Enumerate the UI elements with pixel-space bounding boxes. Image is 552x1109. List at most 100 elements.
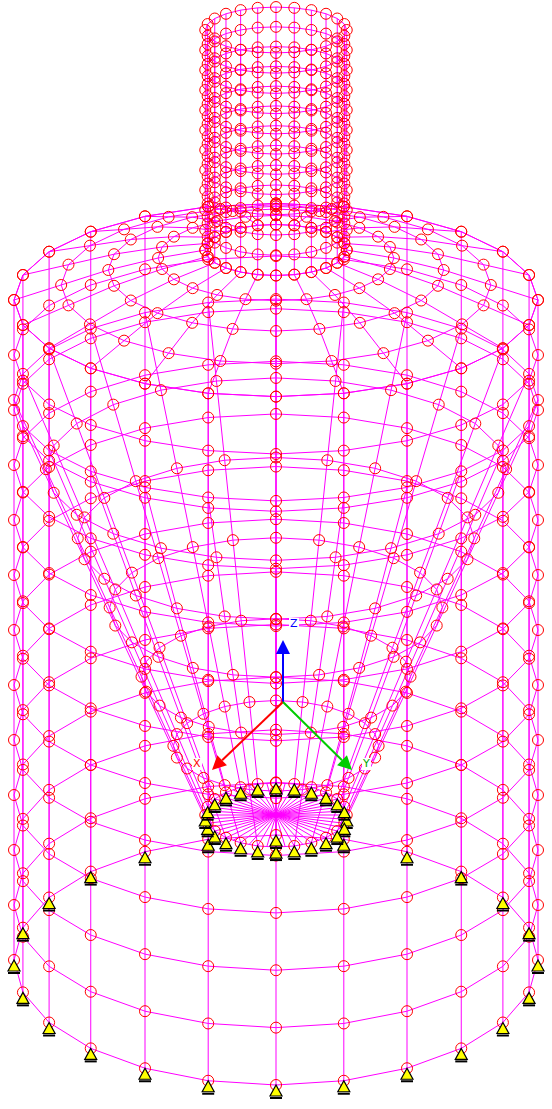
joint-marker (289, 107, 300, 118)
joint-marker (17, 541, 28, 552)
joint-marker (85, 439, 96, 450)
joint-marker (524, 650, 535, 661)
joint-marker (402, 378, 413, 389)
joint-marker (497, 246, 508, 257)
joint-marker (271, 452, 282, 463)
joint-marker (497, 736, 508, 747)
joint-marker (271, 672, 282, 683)
joint-marker (79, 554, 90, 565)
joint-marker (85, 646, 96, 657)
joint-marker (271, 678, 282, 689)
joint-marker (203, 388, 214, 399)
joint-marker (200, 65, 211, 76)
joint-marker (330, 552, 341, 563)
joint-marker (140, 378, 151, 389)
joint-marker (155, 543, 166, 554)
joint-marker (9, 350, 20, 361)
frame-member (145, 313, 241, 788)
joint-marker (44, 838, 55, 849)
support-base (85, 884, 97, 886)
support-triangle (338, 807, 350, 818)
joint-marker (252, 101, 263, 112)
joint-marker (354, 542, 365, 553)
joint-marker (48, 440, 59, 451)
joint-marker (220, 101, 231, 112)
joint-marker (140, 378, 151, 389)
joint-marker (252, 107, 263, 118)
support-base (252, 858, 264, 860)
joint-marker (339, 30, 350, 41)
joint-marker (187, 222, 198, 233)
support-triangle (305, 843, 317, 854)
joint-marker (252, 141, 263, 152)
joint-marker (289, 42, 300, 53)
joint-marker (339, 171, 350, 182)
frame-member (23, 257, 208, 325)
joint-marker (9, 460, 20, 471)
support-triangle (17, 992, 29, 1003)
joint-marker (402, 720, 413, 731)
joint-marker (524, 378, 535, 389)
joint-marker (202, 191, 213, 202)
joint-marker (524, 820, 535, 831)
joint-marker (524, 269, 535, 280)
joint-marker (289, 141, 300, 152)
joint-marker (289, 148, 300, 159)
support-base (270, 795, 282, 797)
joint-marker (271, 729, 282, 740)
joint-marker (332, 237, 343, 248)
joint-marker (329, 289, 340, 300)
joint-marker (235, 105, 246, 116)
frame-member (344, 243, 529, 275)
support-symbol (235, 787, 247, 800)
joint-marker (400, 686, 411, 697)
joint-marker (198, 772, 209, 783)
frame-member (23, 374, 208, 807)
joint-marker (341, 85, 352, 96)
joint-marker (271, 555, 282, 566)
joint-marker (44, 848, 55, 859)
joint-marker (411, 590, 422, 601)
joint-marker (332, 197, 343, 208)
joint-marker (321, 222, 332, 233)
joint-marker (524, 598, 535, 609)
joint-marker (386, 385, 397, 396)
joint-marker (44, 300, 55, 311)
joint-marker (200, 105, 211, 116)
joint-marker (271, 140, 282, 151)
joint-marker (339, 71, 350, 82)
frame-member (311, 313, 407, 788)
joint-marker (85, 226, 96, 237)
joint-marker (341, 165, 352, 176)
support-symbol (17, 928, 29, 941)
joint-marker (402, 1006, 413, 1017)
axis-line (282, 654, 284, 702)
joint-marker (271, 149, 282, 160)
joint-marker (402, 549, 413, 560)
joint-marker (289, 67, 300, 78)
support-base (320, 804, 332, 806)
support-symbol (331, 831, 343, 844)
joint-marker (252, 269, 263, 280)
frame-member (215, 815, 276, 831)
joint-marker (187, 317, 198, 328)
support-symbol (220, 792, 232, 805)
joint-marker (341, 25, 352, 36)
joint-marker (373, 740, 384, 751)
joint-marker (456, 323, 467, 334)
joint-marker (140, 492, 151, 503)
joint-marker (289, 22, 300, 33)
joint-marker (119, 335, 130, 346)
joint-marker (17, 709, 28, 720)
joint-marker (235, 143, 246, 154)
joint-marker (289, 101, 300, 112)
joint-marker (271, 356, 282, 367)
joint-marker (524, 653, 535, 664)
joint-marker (373, 231, 384, 242)
joint-marker (203, 359, 214, 370)
support-symbol (305, 787, 317, 800)
support-triangle (139, 852, 151, 863)
joint-marker (370, 752, 381, 763)
joint-marker (220, 81, 231, 92)
joint-marker (321, 242, 332, 253)
